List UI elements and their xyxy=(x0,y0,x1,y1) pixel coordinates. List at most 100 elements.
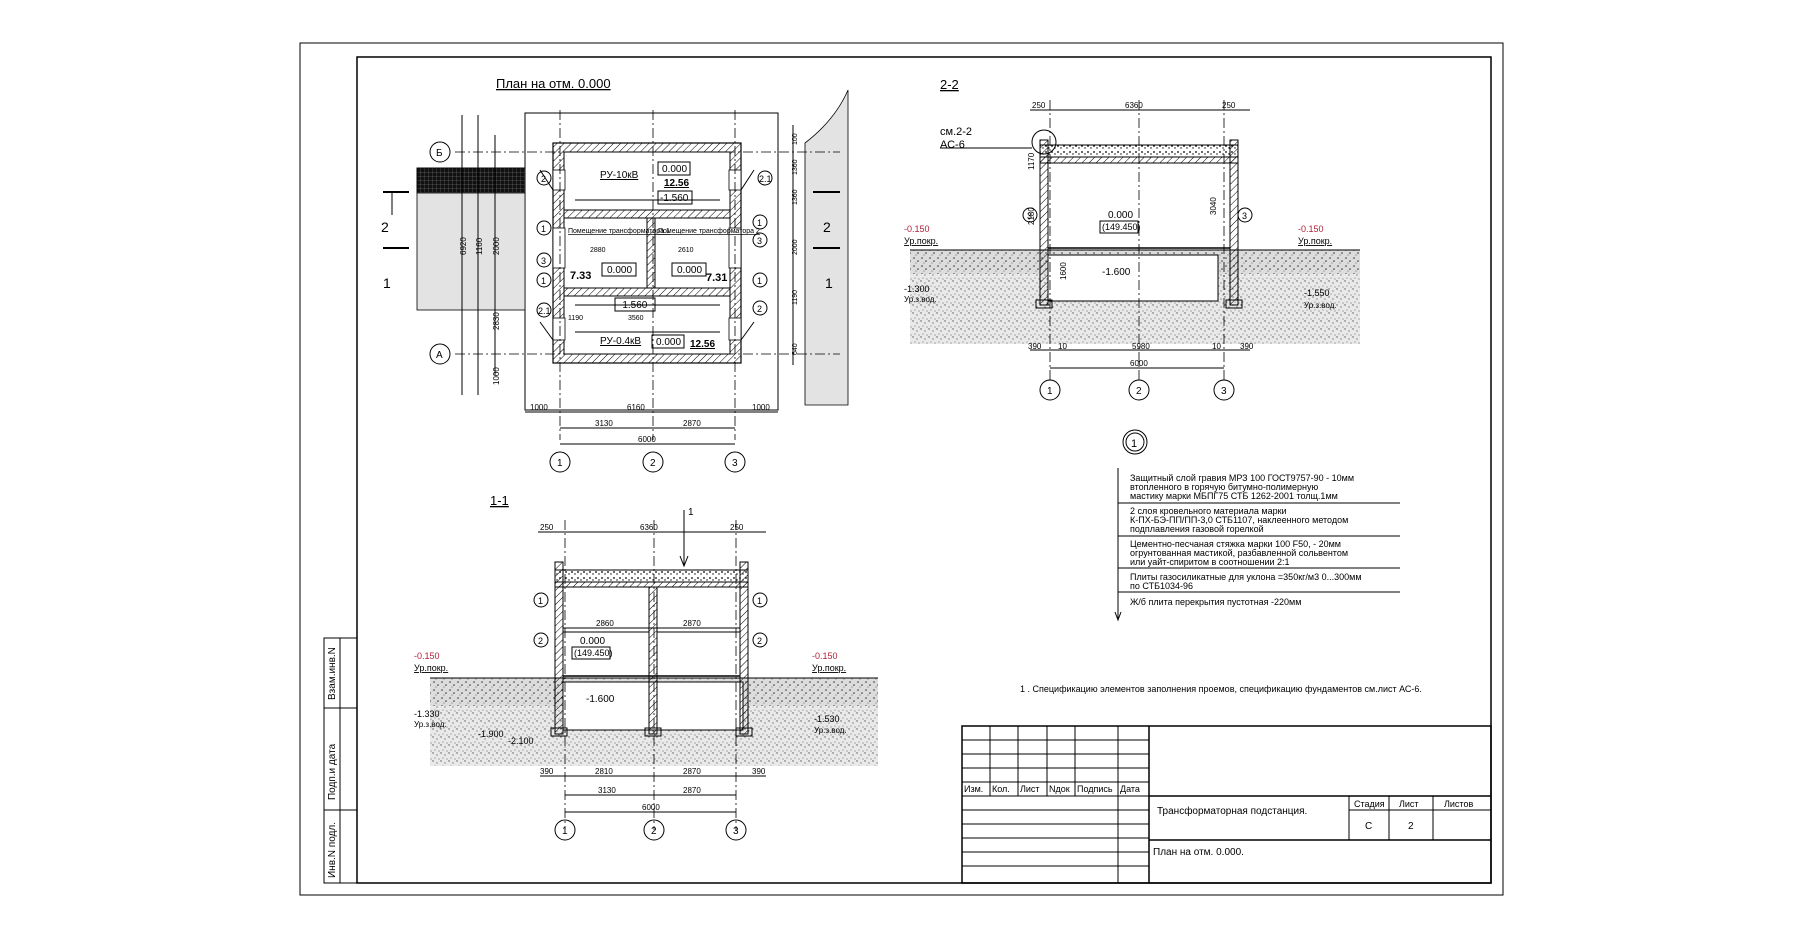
plan-dim-1000a: 1000 xyxy=(530,403,548,412)
s11-axis-1: 1 xyxy=(562,826,568,837)
s11-level-left: -0.150 xyxy=(414,651,440,661)
s11-axis-2: 2 xyxy=(651,826,657,837)
section-2-2: 2-2 см.2-2 АС-6 -0.150 Ур.покр. -0.150 У… xyxy=(904,77,1360,401)
s11-dim-250a: 250 xyxy=(540,523,554,532)
svg-text:3: 3 xyxy=(1242,211,1247,221)
svg-text:2: 2 xyxy=(757,304,762,314)
s11-mark-000: 0.000 xyxy=(580,636,605,647)
s11-dim-2860: 2860 xyxy=(596,619,614,628)
svg-text:1360: 1360 xyxy=(792,159,799,175)
plan-cut-2-right: 2 xyxy=(823,219,831,235)
section-1-1: 1-1 1 -0.150 Ур.покр. -0.150 Ур.покр. 0. xyxy=(414,493,878,841)
s22-dim-6360: 6360 xyxy=(1125,101,1143,110)
stamp-sheet-title: План на отм. 0.000. xyxy=(1153,847,1244,858)
s11-dim-390b: 390 xyxy=(752,767,766,776)
s11-dim-2870: 2870 xyxy=(683,619,701,628)
plan-dim-2880: 2880 xyxy=(590,247,606,254)
svg-text:640: 640 xyxy=(792,343,799,355)
plan-mark-000b: 0.000 xyxy=(607,265,632,276)
roof-layer2b: К-ПХ-БЭ-ПП/ПП-3,0 СТБ1107, наклеенного м… xyxy=(1130,515,1348,525)
s22-mark-m1600: -1.600 xyxy=(1102,267,1131,278)
plan-mark-000a: 0.000 xyxy=(662,164,687,175)
plan-title: План на отм. 0.000 xyxy=(496,76,611,91)
plan-axis-1: 1 xyxy=(557,458,563,469)
s22-axis-1: 1 xyxy=(1047,386,1053,397)
s22-dim-1600: 1600 xyxy=(1059,262,1068,280)
room-ru04: РУ-0.4кВ xyxy=(600,336,641,347)
plan-cut-1-right: 1 xyxy=(825,275,833,291)
side-stamp: Взам.инв.N Подп.и дата Инв.N подл. xyxy=(323,637,358,884)
svg-text:1: 1 xyxy=(541,276,546,286)
s22-level-left: -0.150 xyxy=(904,224,930,234)
s22-axis-2: 2 xyxy=(1136,386,1142,397)
stamp-h-podp: Подпись xyxy=(1077,784,1113,794)
plan-dim-1000b: 1000 xyxy=(752,403,770,412)
s22-mark-000: 0.000 xyxy=(1108,210,1133,221)
svg-text:1: 1 xyxy=(757,218,762,228)
plan-axis-3: 3 xyxy=(732,458,738,469)
roof-layer3a: Цементно-песчаная стяжка марки 100 F50, … xyxy=(1130,539,1341,549)
roof-layer1a: Защитный слой гравия МРЗ 100 ГОСТ9757-90… xyxy=(1130,473,1354,483)
s11-dim-6000: 6000 xyxy=(642,803,660,812)
s22-dim-390a: 390 xyxy=(1028,342,1042,351)
plan-dim-2000: 2000 xyxy=(492,237,501,255)
roof-layer2a: 2 слоя кровельного материала марки xyxy=(1130,506,1287,516)
svg-text:1: 1 xyxy=(757,276,762,286)
plan-dim-1000v: 1000 xyxy=(492,367,501,385)
stamp-h-sheet: Лист xyxy=(1399,799,1419,809)
roof-node: 1 xyxy=(1131,438,1137,450)
roof-layer3c: или уайт-спиритом в соотношении 2:1 xyxy=(1130,557,1290,567)
roof-layer1b: втопленного в горячую битумно-полимерную xyxy=(1130,482,1318,492)
svg-text:2000: 2000 xyxy=(792,239,799,255)
plan-area-731: 7.31 xyxy=(706,272,727,284)
plan-dim-1160: 1160 xyxy=(475,237,484,255)
roof-layer1c: мастику марки МБПГ75 СТБ 1262-2001 толщ.… xyxy=(1130,491,1338,501)
roof-layer2c: подплавления газовой горелкой xyxy=(1130,524,1264,534)
svg-text:1: 1 xyxy=(541,224,546,234)
svg-text:100: 100 xyxy=(792,133,799,145)
s11-mark-m1600: -1.600 xyxy=(586,694,615,705)
s22-dim-10b: 10 xyxy=(1212,342,1221,351)
title-block: Изм. Кол. Лист Nдок Подпись Дата Трансфо… xyxy=(961,725,1492,884)
sheet-inner-frame xyxy=(356,56,1492,884)
stamp-h-ndok: Nдок xyxy=(1049,784,1070,794)
stamp-project: Трансформаторная подстанция. xyxy=(1157,805,1307,817)
plan-cut-1-left: 1 xyxy=(383,275,391,291)
s22-dim-5980: 5980 xyxy=(1132,342,1150,351)
s11-title: 1-1 xyxy=(490,493,509,508)
s22-level-right: -0.150 xyxy=(1298,224,1324,234)
s11-dim-cut: 1 xyxy=(688,507,694,518)
svg-text:3: 3 xyxy=(1027,211,1032,221)
stamp-h-data: Дата xyxy=(1120,784,1140,794)
s11-level-right: -0.150 xyxy=(812,651,838,661)
plan-area-1256b: 12.56 xyxy=(690,339,715,350)
s11-dim-250b: 250 xyxy=(730,523,744,532)
s22-ref-sheet: АС-6 xyxy=(940,139,965,151)
side-vzam-label: Взам.инв.N xyxy=(327,647,338,700)
s11-dim-3130: 3130 xyxy=(598,786,616,795)
s22-dim-6000: 6000 xyxy=(1130,359,1148,368)
s22-mark-m1300: -1.300 xyxy=(904,284,930,294)
plan-mark-m1560a: -1.560 xyxy=(660,193,689,204)
s11-mark-m1330: -1.330 xyxy=(414,709,440,719)
s11-dim-2870b: 2870 xyxy=(683,767,701,776)
stamp-sheet: 2 xyxy=(1408,821,1414,832)
svg-text:2.1: 2.1 xyxy=(759,174,772,184)
svg-text:3: 3 xyxy=(541,256,546,266)
svg-text:2: 2 xyxy=(541,174,546,184)
plan-dim-2830: 2830 xyxy=(492,312,501,330)
svg-text:1190: 1190 xyxy=(792,290,799,305)
s22-gw-l: Ур.з.вод. xyxy=(904,295,937,304)
roof-layer3b: огрунтованная мастикой, разбавленной сол… xyxy=(1130,548,1348,558)
room-tr1: Помещение трансформатора 1 xyxy=(568,228,670,235)
plan-dim-1190: 1190 xyxy=(568,315,583,322)
grating-area xyxy=(416,167,526,194)
stamp-h-list: Лист xyxy=(1020,784,1040,794)
room-tr2: Помещение трансформатора 2 xyxy=(658,228,760,235)
svg-text:2: 2 xyxy=(538,636,543,646)
s22-mark-abs: (149.450) xyxy=(1102,222,1141,232)
s11-mark-m2100: -2.100 xyxy=(508,736,534,746)
s22-dim-3040: 3040 xyxy=(1209,197,1218,215)
svg-text:1: 1 xyxy=(757,596,762,606)
